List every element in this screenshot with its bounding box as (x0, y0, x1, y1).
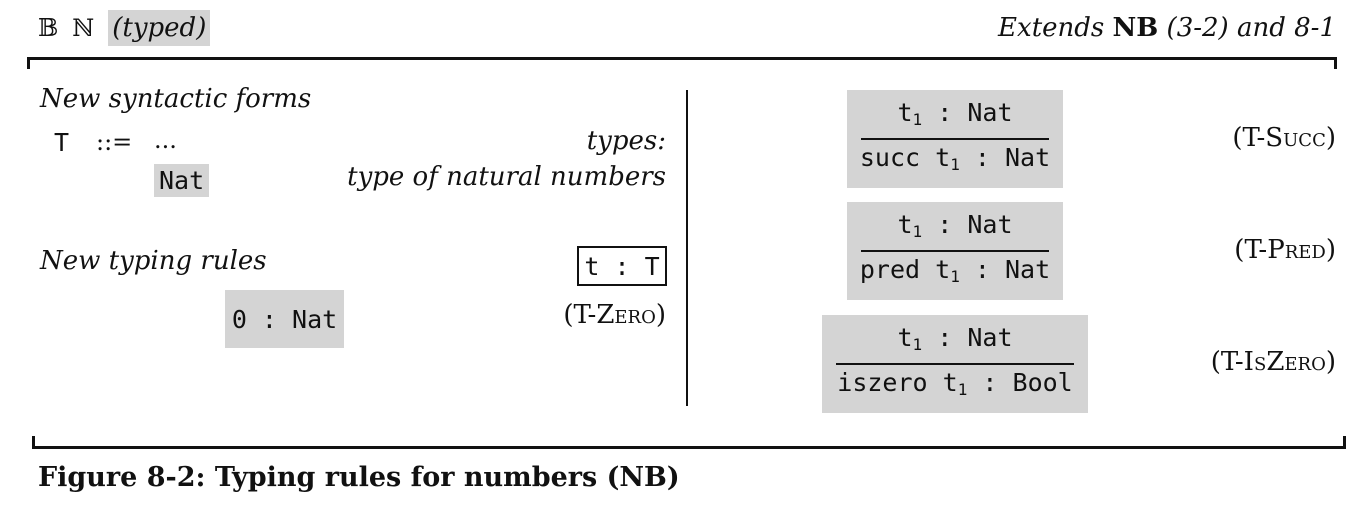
nat-symbol: ℕ (72, 14, 95, 42)
rule-iszero-bar (836, 363, 1074, 365)
bottom-rule (32, 446, 1346, 449)
judgement-box: t : T (577, 246, 667, 286)
ellipsis: ... (154, 126, 177, 154)
typed-label: (typed) (108, 10, 211, 46)
rule-iszero: t1 : Nat iszero t1 : Bool (822, 315, 1088, 413)
top-rule (27, 57, 1337, 60)
type-var: T (54, 128, 70, 157)
zero-name-prefix: (T-Z (563, 300, 615, 330)
rule-pred-conclusion: pred t1 : Nat (859, 255, 1051, 286)
rule-pred-name: (T-Pred) (1234, 235, 1336, 265)
zero-name-smallcaps: ero (614, 300, 656, 330)
zero-rule-name: (T-Zero) (563, 300, 666, 330)
judgement-colon: : (614, 251, 630, 281)
rule-pred-bar (861, 250, 1049, 252)
rule-iszero-conclusion: iszero t1 : Bool (837, 368, 1073, 399)
extends-prefix: Extends (998, 13, 1105, 43)
rule-pred-premise: t1 : Nat (897, 210, 1013, 241)
rule-pred: t1 : Nat pred t1 : Nat (847, 202, 1063, 300)
rule-succ-conclusion: succ t1 : Nat (859, 143, 1051, 174)
rule-succ: t1 : Nat succ t1 : Nat (847, 90, 1063, 188)
rule-succ-premise: t1 : Nat (897, 98, 1013, 129)
rule-iszero-name: (T-IsZero) (1210, 347, 1336, 377)
bottom-right-tick (1343, 436, 1346, 449)
defines-symbol: ::= (96, 128, 133, 156)
extends-rest: (3-2) and 8-1 (1166, 13, 1336, 43)
top-right-tick (1334, 57, 1337, 69)
bool-symbol: 𝔹 (38, 14, 59, 42)
nat-type: Nat (154, 164, 210, 197)
judgement-term: t (584, 251, 600, 281)
header-extends: Extends NB (3-2) and 8-1 (998, 10, 1336, 46)
bottom-left-tick (32, 436, 35, 449)
extends-name: NB (1112, 13, 1159, 43)
column-divider (686, 90, 688, 406)
header-left: 𝔹 ℕ (typed) (38, 10, 211, 46)
zero-name-suffix: ) (655, 300, 666, 330)
judgement-type: T (644, 251, 660, 281)
zero-rule: 0 : Nat (225, 290, 344, 348)
typing-heading: New typing rules (40, 246, 267, 276)
figure-caption: Figure 8-2: Typing rules for numbers (NB… (38, 462, 680, 493)
top-left-tick (27, 57, 30, 69)
syntax-heading: New syntactic forms (40, 84, 312, 114)
nat-description: type of natural numbers (347, 162, 666, 192)
rule-succ-bar (861, 138, 1049, 140)
rule-iszero-premise: t1 : Nat (897, 323, 1013, 354)
types-label: types: (586, 126, 666, 156)
rule-succ-name: (T-Succ) (1232, 123, 1336, 153)
